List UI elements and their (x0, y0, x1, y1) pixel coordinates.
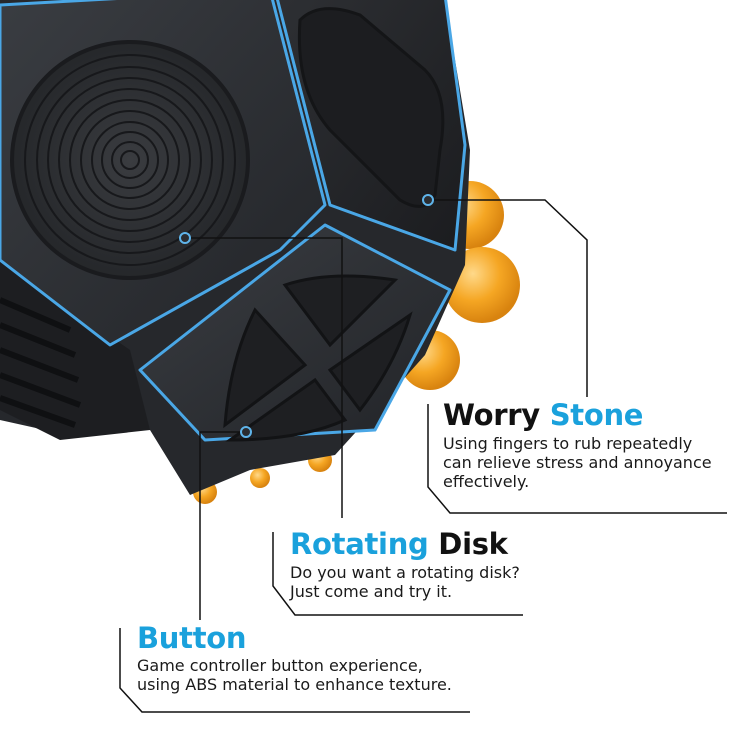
worry-stone (297, 7, 445, 208)
callout-rotating-disk: Rotating Disk Do you want a rotating dis… (290, 527, 520, 601)
callout-leader-lines (119, 199, 727, 713)
button-pads (223, 274, 413, 442)
description-line: Do you want a rotating disk? (290, 563, 520, 582)
description-line: Just come and try it. (290, 582, 453, 601)
callout-description: Do you want a rotating disk? Just come a… (290, 563, 520, 601)
callout-dot-icon (179, 232, 191, 244)
description-line: Using fingers to rub repeatedly (443, 434, 693, 453)
description-line: can relieve stress and annoyance (443, 453, 712, 472)
dodecahedron-fidget-toy-icon (0, 0, 470, 495)
title-dark-part: Disk (438, 527, 508, 561)
callout-button: Button Game controller button experience… (137, 621, 452, 694)
callout-dot-icon (422, 194, 434, 206)
callout-description: Using fingers to rub repeatedly can reli… (443, 434, 712, 491)
title-accent-part: Button (137, 621, 247, 655)
description-line: effectively. (443, 472, 530, 491)
callout-title: Button (137, 621, 452, 655)
title-accent-part: Stone (549, 398, 644, 432)
description-line: using ABS material to enhance texture. (137, 675, 452, 694)
callout-worry-stone: Worry Stone Using fingers to rub repeate… (443, 398, 712, 491)
title-dark-part: Worry (443, 398, 540, 432)
left-side-face (0, 260, 150, 440)
callout-title: Rotating Disk (290, 527, 520, 561)
callout-dot-icon (240, 426, 252, 438)
callout-title: Worry Stone (443, 398, 712, 432)
description-line: Game controller button experience, (137, 656, 423, 675)
grip-ridges (0, 297, 82, 428)
rotating-disk (10, 40, 250, 280)
callout-dot-icons (179, 194, 434, 438)
orange-ball (250, 468, 270, 488)
title-accent-part: Rotating (290, 527, 429, 561)
callout-description: Game controller button experience, using… (137, 656, 452, 694)
